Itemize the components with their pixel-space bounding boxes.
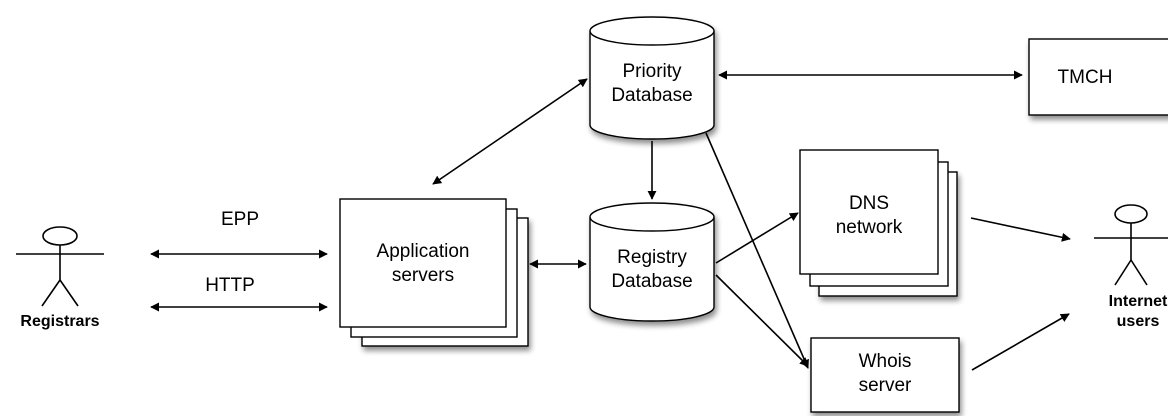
whois-server-label: Whois server — [811, 350, 959, 398]
internet-users-label: Internet users — [1093, 292, 1168, 332]
registry-database-cylinder — [589, 202, 715, 322]
registry-to-whois-arrow — [715, 274, 809, 367]
internet-users-label-line2: users — [1116, 313, 1160, 330]
application-servers-stack — [339, 198, 529, 347]
priority-database-label-line1: Priority — [622, 61, 682, 82]
whois-to-users-arrow — [971, 313, 1070, 371]
dns-network-stack — [799, 149, 958, 297]
whois-server-box — [810, 337, 960, 413]
internet-users-label-line1: Internet — [1108, 293, 1168, 310]
dns-to-users-arrow — [970, 217, 1071, 242]
registrars-actor-icon — [16, 226, 104, 307]
dns-network-label-line1: DNS — [848, 193, 890, 214]
priority-database-label: Priority Database — [590, 60, 714, 108]
tmch-label: TMCH — [1057, 67, 1113, 88]
http-label: HTTP — [205, 275, 255, 296]
registry-database-label-line1: Registry — [617, 247, 687, 268]
priority-to-whois-arrow — [705, 132, 809, 369]
app-to-priority-arrow — [432, 78, 588, 185]
epp-label: EPP — [220, 209, 260, 230]
application-servers-label: Application servers — [340, 240, 506, 288]
internet-users-actor-icon — [1094, 204, 1168, 286]
registry-database-label: Registry Database — [590, 246, 714, 294]
priority-database-cylinder — [589, 16, 715, 140]
registrars-label: Registrars — [20, 313, 100, 330]
dns-network-label: DNS network — [800, 192, 938, 240]
whois-server-label-line1: Whois — [858, 351, 912, 372]
registry-to-dns-arrow — [715, 212, 799, 264]
priority-database-label-line2: Database — [611, 85, 693, 106]
application-servers-label-line2: servers — [391, 265, 455, 286]
dns-network-label-line2: network — [835, 217, 903, 238]
registry-database-label-line2: Database — [611, 271, 693, 292]
whois-server-label-line2: server — [858, 375, 912, 396]
tmch-box — [1028, 38, 1168, 116]
application-servers-label-line1: Application — [376, 241, 470, 262]
